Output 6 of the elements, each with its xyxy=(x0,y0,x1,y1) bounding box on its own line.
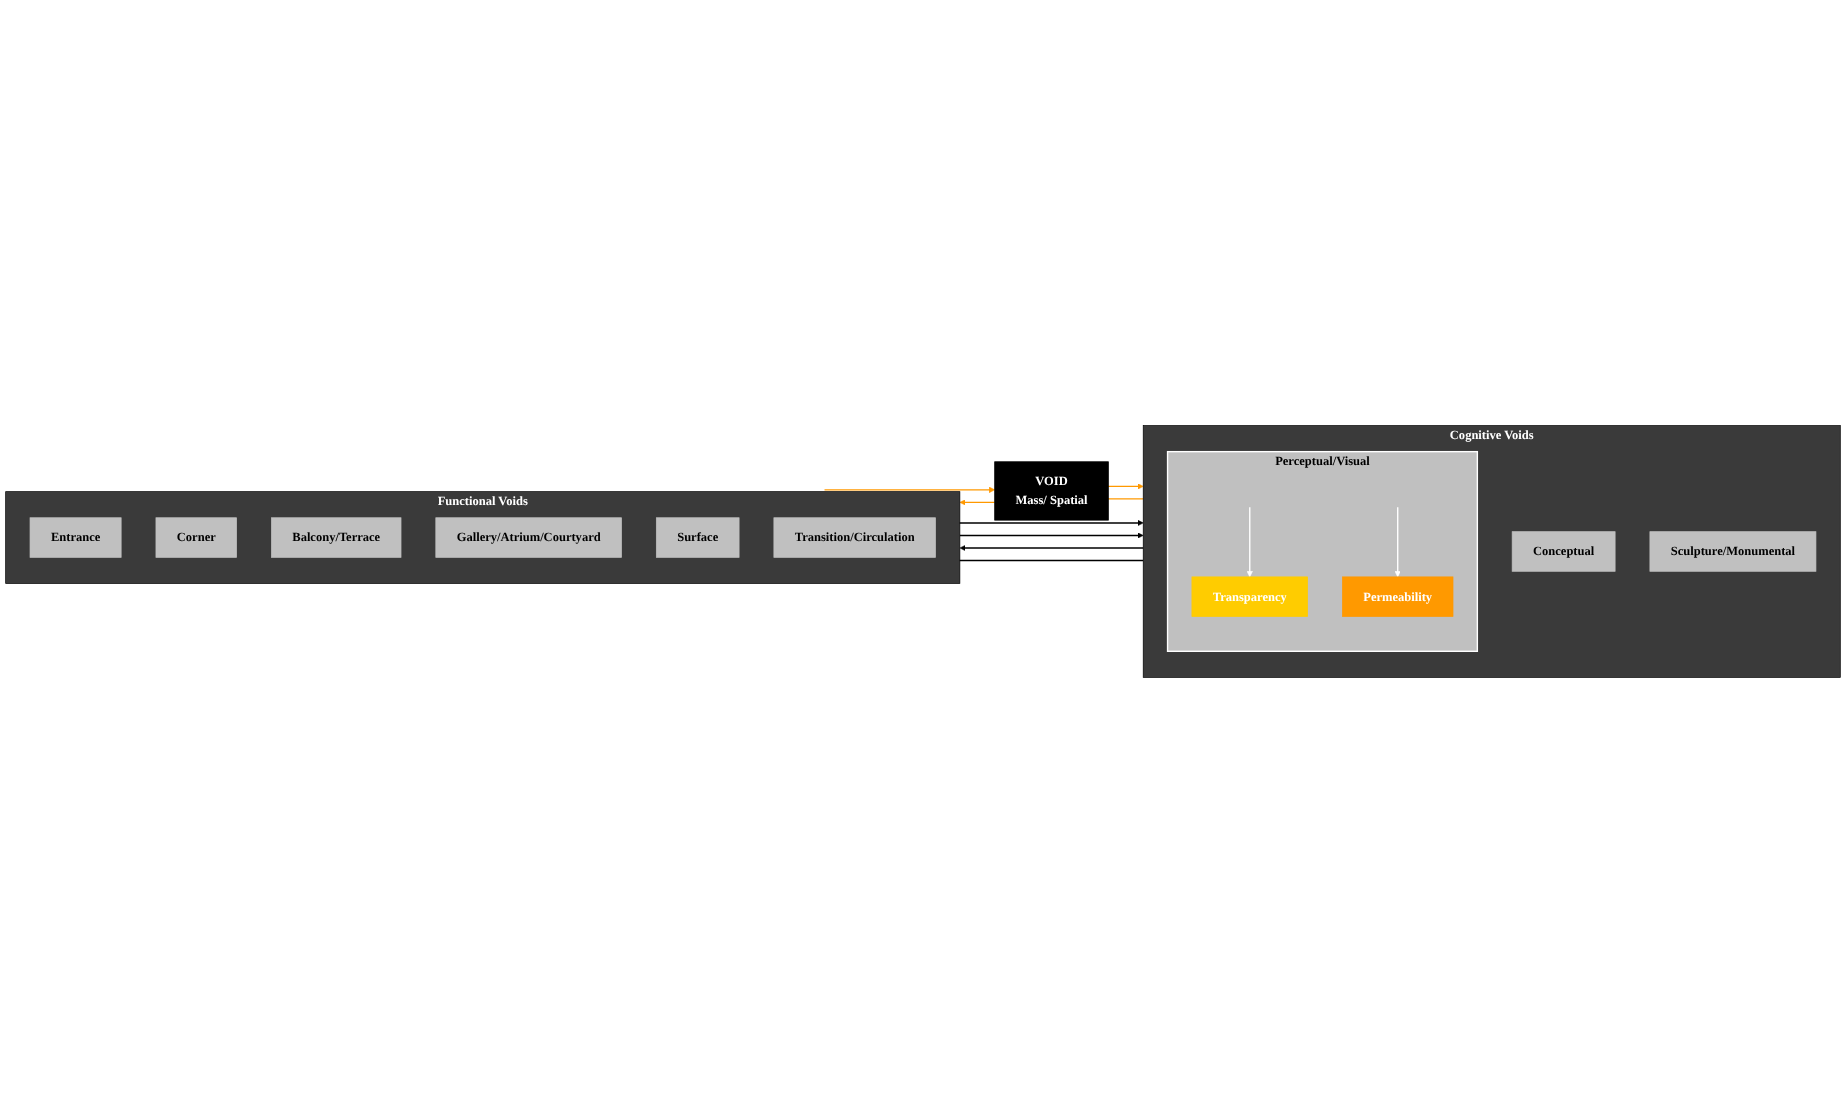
arrow xyxy=(823,487,996,494)
arrow xyxy=(959,499,996,506)
arrow xyxy=(1246,507,1253,578)
arrow xyxy=(1394,507,1401,578)
arrow xyxy=(959,532,1144,539)
arrow xyxy=(959,545,1144,552)
